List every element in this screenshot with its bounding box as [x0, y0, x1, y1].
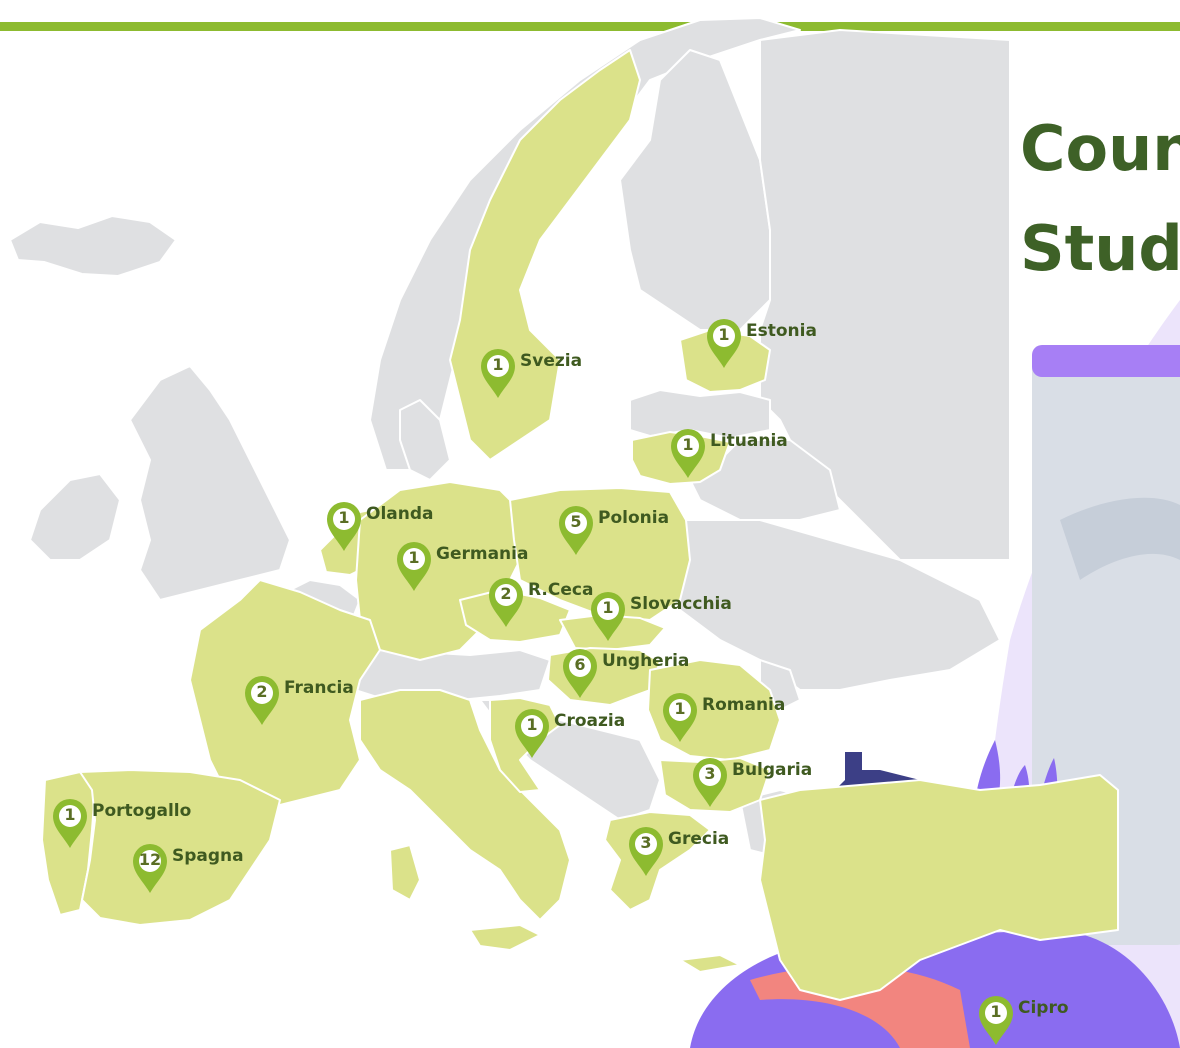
map-pin-icon [629, 827, 663, 876]
marker-count: 1 [602, 598, 614, 617]
marker-country-label: Bulgaria [732, 760, 813, 780]
illustration-flame-1 [975, 740, 1001, 800]
italia-shape [359, 689, 571, 951]
marker-count: 6 [574, 655, 586, 674]
marker-count: 1 [674, 699, 686, 718]
marker-country-label: Romania [702, 695, 786, 715]
marker-count: 1 [718, 325, 730, 344]
polonia-shape [509, 487, 691, 621]
latvia [629, 389, 771, 439]
marker-country-label: Croazia [554, 711, 626, 731]
map-pin-icon [397, 542, 431, 591]
marker-count: 1 [526, 715, 538, 734]
marker-count: 3 [640, 833, 652, 852]
spagna-shape [79, 769, 281, 926]
top-accent-bar [0, 22, 1180, 31]
illustration-bird-shape [1060, 497, 1180, 580]
marker-country-label: Portogallo [92, 801, 192, 821]
map-pin-icon [245, 676, 279, 725]
marker-count: 1 [492, 355, 504, 374]
page-title-line-1: Coun [1020, 112, 1180, 185]
map-pin-icon [693, 758, 727, 807]
marker-count: 3 [704, 764, 716, 783]
marker-count: 1 [64, 805, 76, 824]
map-pin-icon [133, 844, 167, 893]
francia-shape [189, 579, 381, 811]
marker-count: 1 [408, 548, 420, 567]
map-pin-icon [515, 709, 549, 758]
map-pin-icon [979, 996, 1013, 1045]
map-pin-icon [489, 578, 523, 627]
marker-country-label: R.Ceca [528, 580, 594, 600]
marker-country-label: Cipro [1018, 998, 1069, 1018]
marker-country-label: Francia [284, 678, 354, 698]
page-title-line-2: Stud [1020, 212, 1180, 285]
marker-country-label: Estonia [746, 321, 817, 341]
marker-country-label: Spagna [172, 846, 244, 866]
marker-country-label: Polonia [598, 508, 670, 528]
marker-count: 2 [500, 584, 512, 603]
marker-country-label: Lituania [710, 431, 788, 451]
marker-count: 12 [138, 850, 162, 869]
marker-count: 1 [338, 508, 350, 527]
map-pin-icon [671, 429, 705, 478]
map-pin-icon [559, 506, 593, 555]
uk-ireland [29, 365, 291, 601]
map-pin-icon [563, 649, 597, 698]
map-pin-icon [327, 502, 361, 551]
marker-country-label: Olanda [366, 504, 434, 524]
finland [619, 49, 771, 331]
marker-country-label: Germania [436, 544, 529, 564]
marker-country-label: Ungheria [602, 651, 690, 671]
cipro-shape [759, 774, 1119, 1001]
map-pin-icon [591, 592, 625, 641]
illustration-screen-bar [1032, 345, 1180, 377]
map-pin-icon [481, 349, 515, 398]
ukraine [679, 519, 1001, 691]
marker-count: 1 [990, 1002, 1002, 1021]
iceland [9, 215, 177, 277]
map-pin-icon [663, 693, 697, 742]
marker-count: 2 [256, 682, 268, 701]
denmark [399, 399, 451, 481]
marker-country-label: Svezia [520, 351, 583, 371]
marker-country-label: Grecia [668, 829, 730, 849]
map-pin-icon [53, 799, 87, 848]
marker-count: 5 [570, 512, 582, 531]
map-pin-icon [707, 319, 741, 368]
marker-country-label: Slovacchia [630, 594, 732, 614]
marker-count: 1 [682, 435, 694, 454]
